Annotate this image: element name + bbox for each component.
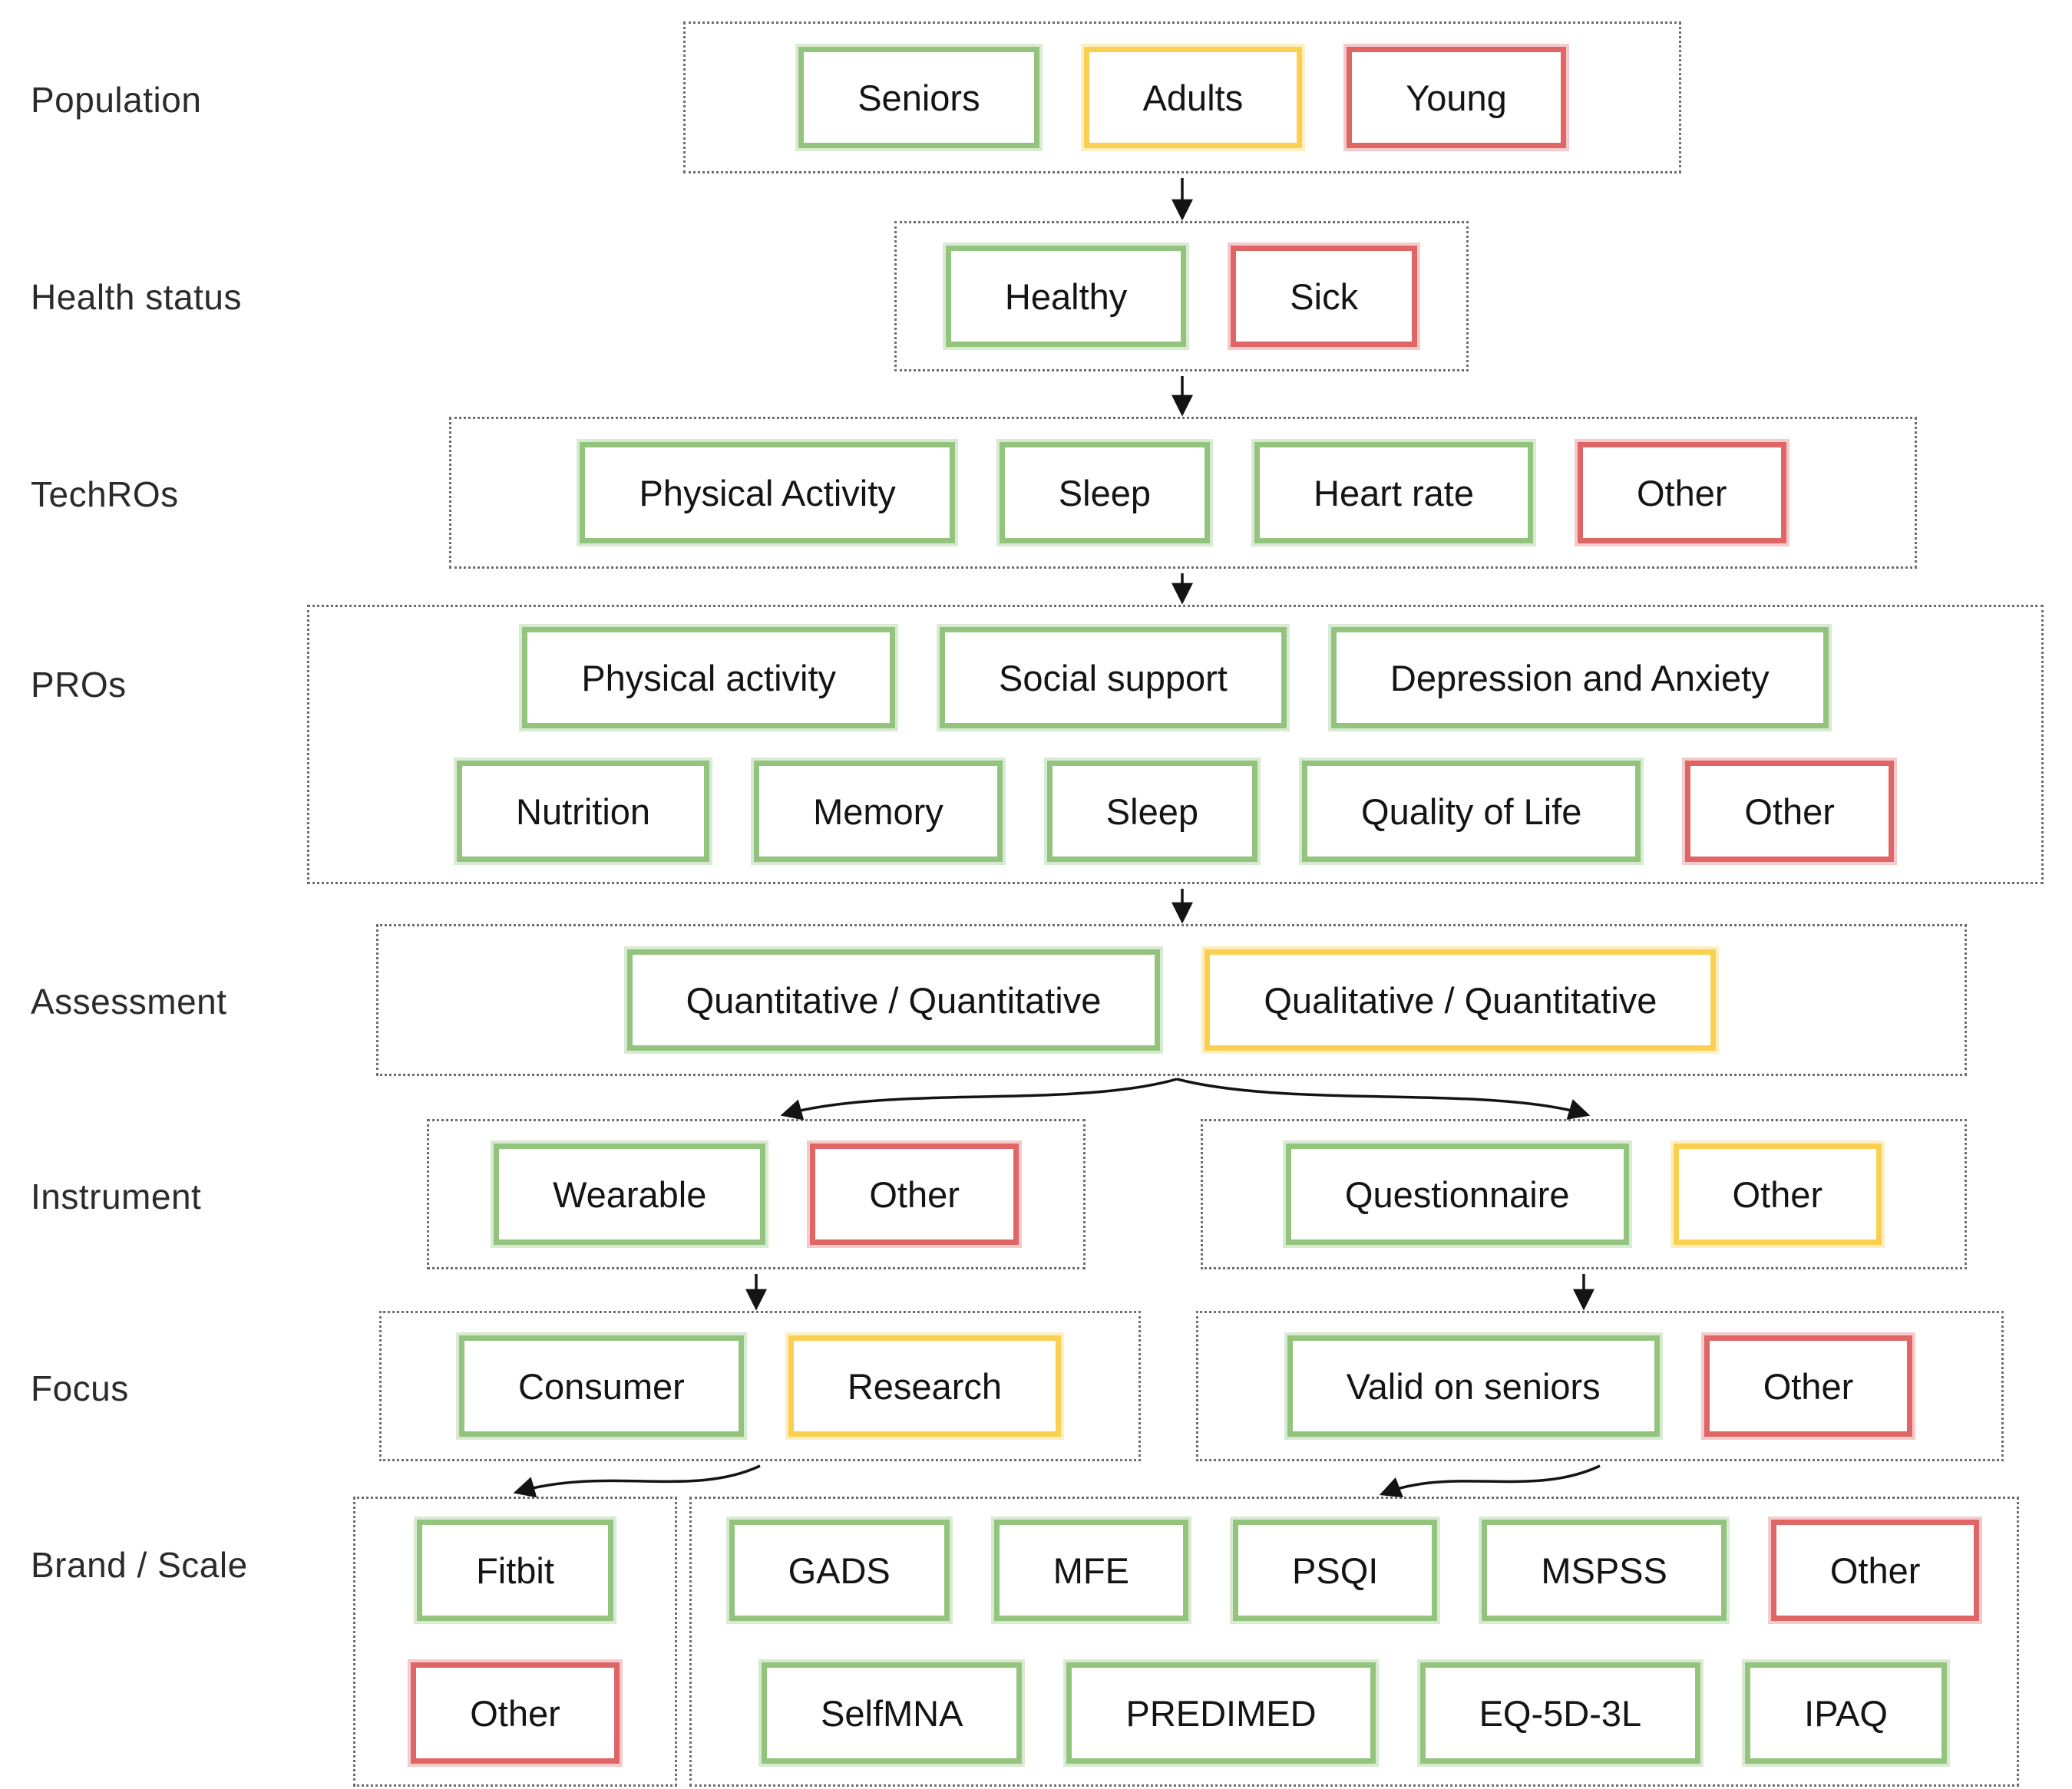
population-group: Seniors Adults Young — [683, 21, 1681, 173]
box-other-scale: Other — [1770, 1520, 1980, 1621]
scale-group: GADS MFE PSQI MSPSS Other SelfMNA PREDIM… — [689, 1497, 2019, 1787]
box-eq-5d-3l: EQ-5D-3L — [1419, 1662, 1701, 1764]
box-other-pro: Other — [1685, 761, 1894, 862]
scale-line-2: SelfMNA PREDIMED EQ-5D-3L IPAQ — [762, 1662, 1947, 1764]
pros-line-1: Physical activity Social support Depress… — [522, 627, 1829, 728]
box-memory: Memory — [754, 761, 1003, 862]
box-sleep-tech: Sleep — [999, 442, 1210, 543]
box-other-instrument-right: Other — [1673, 1144, 1882, 1245]
box-other-tech: Other — [1577, 442, 1786, 543]
box-healthy: Healthy — [945, 246, 1187, 347]
box-mfe: MFE — [993, 1520, 1188, 1621]
row-label-population: Population — [31, 80, 202, 120]
box-sleep-pro: Sleep — [1046, 761, 1258, 862]
arrow-focus-to-scale — [1379, 1464, 1601, 1498]
instrument-wearable-group: Wearable Other — [427, 1119, 1086, 1269]
box-mspss: MSPSS — [1482, 1520, 1727, 1621]
box-wearable: Wearable — [494, 1144, 766, 1245]
box-depression-and-anxiety: Depression and Anxiety — [1330, 627, 1829, 728]
arrow-assessment-to-wearable-branch — [780, 1078, 1178, 1121]
pros-group: Physical activity Social support Depress… — [307, 605, 2044, 884]
box-research: Research — [788, 1335, 1061, 1437]
row-label-pros: PROs — [31, 665, 127, 705]
box-other-brand: Other — [411, 1662, 620, 1764]
row-label-instrument: Instrument — [31, 1177, 202, 1216]
box-selfmna: SelfMNA — [762, 1662, 1023, 1764]
box-psqi: PSQI — [1233, 1520, 1438, 1621]
box-quantitative-quantitative: Quantitative / Quantitative — [626, 949, 1161, 1051]
box-social-support: Social support — [940, 627, 1287, 728]
row-label-techros: TechROs — [31, 474, 179, 514]
box-physical-activity-pro: Physical activity — [522, 627, 896, 728]
box-other-instrument-left: Other — [810, 1144, 1019, 1245]
box-nutrition: Nutrition — [457, 761, 710, 862]
box-predimed: PREDIMED — [1066, 1662, 1376, 1764]
box-ipaq: IPAQ — [1745, 1662, 1947, 1764]
box-questionnaire: Questionnaire — [1285, 1144, 1629, 1245]
arrow-assessment-to-questionnaire-branch — [1176, 1078, 1591, 1120]
row-label-brand-scale: Brand / Scale — [31, 1545, 248, 1585]
scale-line-1: GADS MFE PSQI MSPSS Other — [729, 1520, 1980, 1621]
arrow-focus-to-brand — [513, 1464, 761, 1498]
focus-questionnaire-group: Valid on seniors Other — [1196, 1311, 2004, 1461]
box-gads: GADS — [729, 1520, 950, 1621]
box-young: Young — [1347, 47, 1566, 148]
box-other-focus: Other — [1704, 1335, 1913, 1437]
brand-group: Fitbit Other — [353, 1497, 677, 1787]
assessment-group: Quantitative / Quantitative Qualitative … — [376, 924, 1967, 1076]
techros-group: Physical Activity Sleep Heart rate Other — [449, 417, 1917, 569]
row-label-health-status: Health status — [31, 277, 242, 317]
row-label-assessment: Assessment — [31, 982, 227, 1022]
box-sick: Sick — [1231, 246, 1418, 347]
instrument-questionnaire-group: Questionnaire Other — [1201, 1119, 1967, 1269]
box-heart-rate: Heart rate — [1254, 442, 1533, 543]
box-qualitative-quantitative: Qualitative / Quantitative — [1205, 949, 1717, 1051]
box-consumer: Consumer — [459, 1335, 744, 1437]
pros-line-2: Nutrition Memory Sleep Quality of Life O… — [457, 761, 1894, 862]
box-quality-of-life: Quality of Life — [1302, 761, 1641, 862]
row-label-focus: Focus — [31, 1368, 129, 1408]
box-physical-activity-tech: Physical Activity — [580, 442, 955, 543]
focus-wearable-group: Consumer Research — [379, 1311, 1141, 1461]
health-status-group: Healthy Sick — [894, 221, 1469, 371]
box-fitbit: Fitbit — [417, 1520, 613, 1621]
box-seniors: Seniors — [798, 47, 1039, 148]
box-adults: Adults — [1083, 47, 1303, 148]
box-valid-on-seniors: Valid on seniors — [1287, 1335, 1660, 1437]
